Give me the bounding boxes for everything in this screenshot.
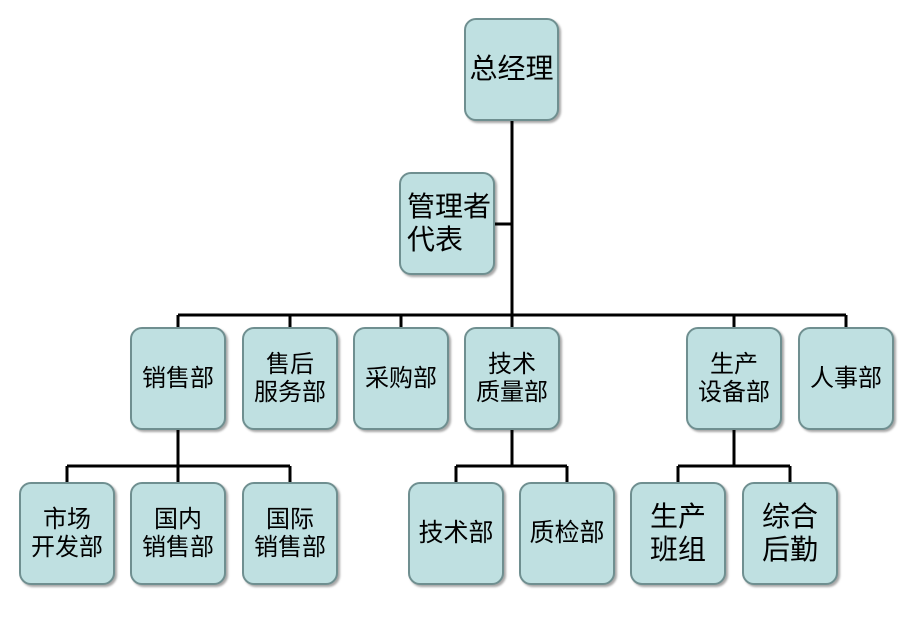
node-tech-dept: 技术部 (408, 482, 504, 585)
node-international-sales: 国际 销售部 (242, 482, 338, 585)
node-hr-dept: 人事部 (798, 327, 894, 430)
node-production-team: 生产 班组 (630, 482, 726, 585)
node-after-sales-dept: 售后 服务部 (242, 327, 338, 430)
node-domestic-sales: 国内 销售部 (130, 482, 226, 585)
node-general-logistics: 综合 后勤 (742, 482, 838, 585)
node-qc-dept: 质检部 (519, 482, 615, 585)
node-management-representative: 管理者 代表 (399, 172, 495, 275)
node-market-development: 市场 开发部 (19, 482, 115, 585)
node-tech-quality-dept: 技术 质量部 (464, 327, 560, 430)
node-sales-dept: 销售部 (130, 327, 226, 430)
node-purchasing-dept: 采购部 (353, 327, 449, 430)
node-general-manager: 总经理 (464, 18, 559, 121)
node-production-equipment-dept: 生产 设备部 (686, 327, 782, 430)
